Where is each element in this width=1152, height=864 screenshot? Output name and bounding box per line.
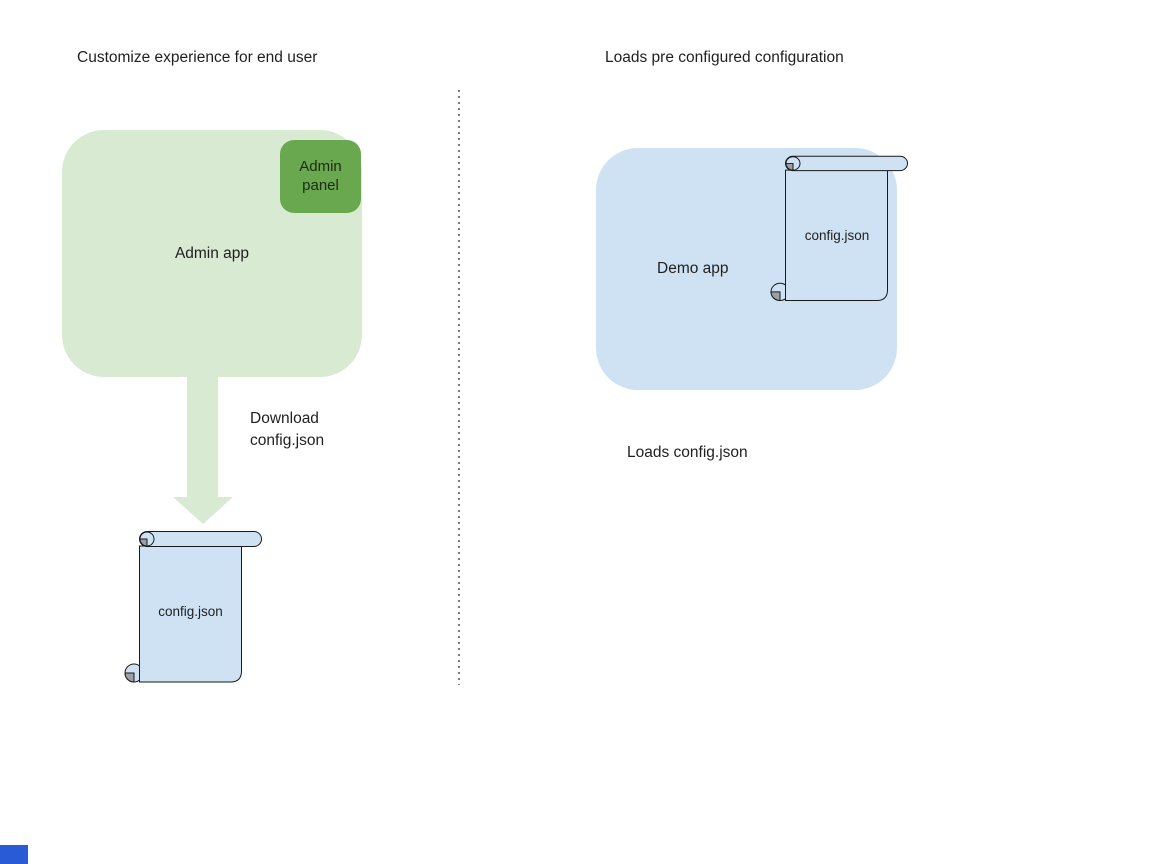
download-caption: Download config.json bbox=[250, 410, 325, 449]
left-column-title: Customize experience for end user bbox=[77, 49, 318, 66]
bottom-left-blue-mark bbox=[0, 845, 28, 864]
config-file-scroll-icon bbox=[124, 531, 262, 683]
scroll-body bbox=[785, 169, 888, 302]
config-file-label: config.json bbox=[158, 604, 223, 619]
scroll-top-roll bbox=[139, 531, 262, 547]
demo-app-label: Demo app bbox=[657, 260, 729, 277]
scroll-body bbox=[139, 545, 242, 683]
scroll-top-roll bbox=[785, 155, 908, 172]
loads-caption: Loads config.json bbox=[627, 444, 748, 461]
right-column-title: Loads pre configured configuration bbox=[605, 49, 844, 66]
admin-panel-box: Admin panel bbox=[280, 140, 361, 213]
config-file-scroll-icon bbox=[770, 155, 908, 302]
admin-panel-label: Admin panel bbox=[299, 158, 342, 194]
download-arrow-icon bbox=[173, 377, 233, 524]
admin-app-label: Admin app bbox=[174, 244, 250, 262]
column-divider bbox=[458, 90, 460, 685]
config-file-label: config.json bbox=[804, 228, 870, 243]
